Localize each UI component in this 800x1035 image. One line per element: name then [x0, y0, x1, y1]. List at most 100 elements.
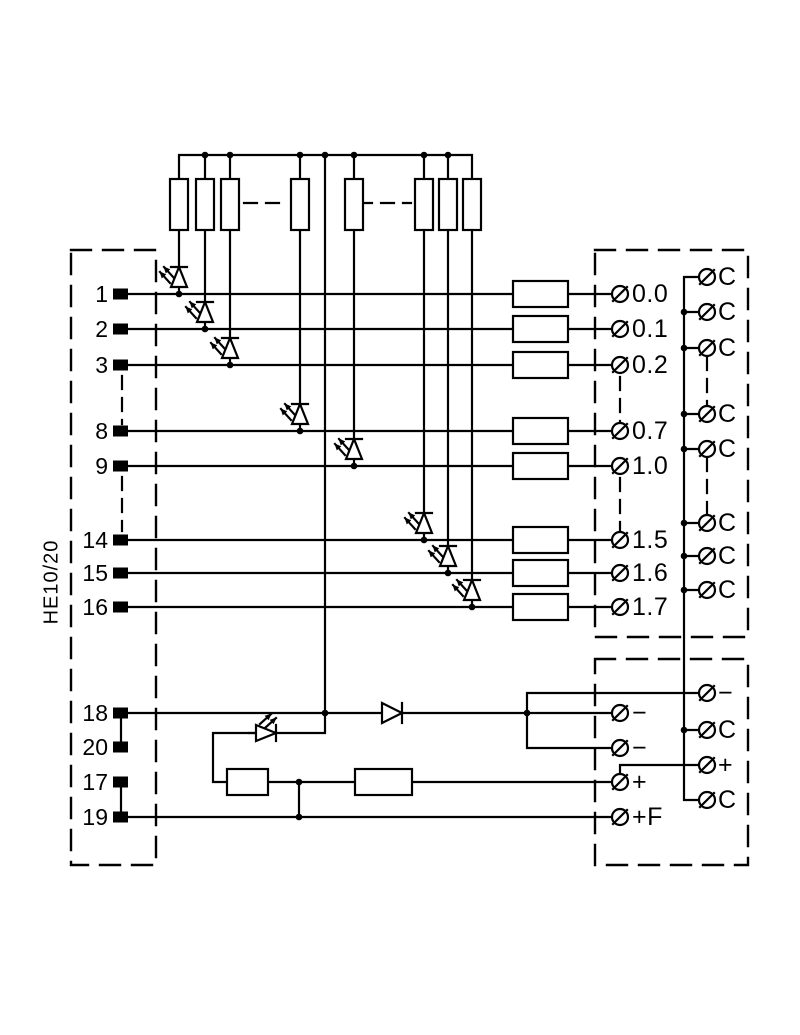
screw-terminal-icon — [697, 720, 717, 740]
led-icon — [160, 267, 187, 294]
screw-terminal-icon — [610, 807, 630, 827]
common-terminal-label-5: C — [718, 435, 737, 463]
screw-terminal-icon — [697, 338, 717, 358]
pin-label-3: 3 — [95, 352, 108, 378]
led-icon — [405, 513, 432, 540]
connector-pins — [113, 288, 128, 823]
common-terminal-label-1: C — [718, 263, 737, 291]
screw-terminal-icon — [697, 404, 717, 424]
common-terminal-label-7: C — [718, 542, 737, 570]
screw-terminal-icon — [697, 683, 717, 703]
pin-label-18: 18 — [82, 700, 108, 726]
screw-terminal-icon — [610, 530, 630, 550]
minus-terminal-label-1: − — [632, 699, 648, 727]
terminal-label-1.0: 1.0 — [632, 452, 669, 480]
resistor-icon — [289, 177, 311, 232]
led-icon — [186, 302, 213, 329]
screw-terminal-icon — [610, 421, 630, 441]
resistor-icon — [194, 177, 216, 232]
led-icon — [429, 546, 456, 573]
terminal-label-0.0: 0.0 — [632, 280, 669, 308]
common-terminal-label-6: C — [718, 509, 737, 537]
led-icon — [335, 439, 362, 466]
series-resistor-icon — [511, 592, 570, 622]
terminal-label-1.7: 1.7 — [632, 593, 669, 621]
plus-terminal-label: + — [632, 768, 648, 796]
series-resistor-icon — [511, 314, 570, 344]
led-icon — [281, 404, 308, 431]
blocking-diode-icon — [380, 701, 405, 725]
series-resistor-icon — [511, 558, 570, 588]
screw-terminal-icon — [697, 267, 717, 287]
pin-label-8: 8 — [95, 418, 108, 444]
pin-label-14: 14 — [82, 527, 108, 553]
screw-terminal-icon — [610, 319, 630, 339]
power-screw-terminals — [610, 683, 717, 827]
screw-terminal-icon — [610, 703, 630, 723]
continuation-dashes — [120, 201, 709, 533]
input-terminal-box — [593, 248, 750, 639]
pin-square — [113, 323, 128, 335]
pin-square — [113, 288, 128, 300]
plus-f-terminal-label: +F — [632, 803, 663, 831]
field-minus-terminal-label: − — [718, 679, 734, 707]
terminal-label-0.1: 0.1 — [632, 315, 669, 343]
resistor-network — [168, 177, 483, 232]
pin-label-19: 19 — [82, 804, 108, 830]
pin-label-16: 16 — [82, 594, 108, 620]
terminal-label-1.5: 1.5 — [632, 526, 669, 554]
pin-square — [113, 534, 128, 546]
pin-square — [113, 425, 128, 437]
pin-label-20: 20 — [82, 734, 108, 760]
pin-label-1: 1 — [95, 281, 108, 307]
fuse-icon — [353, 767, 414, 797]
power-led-icon — [249, 714, 276, 741]
resistor-icon — [219, 177, 241, 232]
led-icon — [453, 580, 480, 607]
screw-terminal-icon — [697, 580, 717, 600]
series-resistor-icon — [511, 350, 570, 380]
terminal-label-0.2: 0.2 — [632, 351, 669, 379]
terminal-label-0.7: 0.7 — [632, 417, 669, 445]
input-screw-terminals — [610, 284, 630, 617]
field-common-terminal-label-1: C — [718, 716, 737, 744]
field-common-terminal-label-2: C — [718, 786, 737, 814]
pin-label-15: 15 — [82, 560, 108, 586]
screw-terminal-icon — [610, 772, 630, 792]
pin-square — [113, 359, 128, 371]
led-indicators — [160, 267, 480, 741]
pin-square — [113, 460, 128, 472]
screw-terminal-icon — [697, 546, 717, 566]
terminal-label-1.6: 1.6 — [632, 559, 669, 587]
common-terminal-label-4: C — [718, 400, 737, 428]
pin-square — [113, 601, 128, 613]
junction-dots — [175, 151, 688, 821]
series-resistor-icon — [511, 451, 570, 481]
resistor-icon — [437, 177, 459, 232]
pin-square — [113, 741, 128, 753]
pin-square — [113, 811, 128, 823]
screw-terminal-icon — [610, 456, 630, 476]
resistor-icon — [461, 177, 483, 232]
screw-terminal-icon — [697, 302, 717, 322]
screw-terminal-icon — [697, 755, 717, 775]
indicator-resistor-icon — [225, 767, 270, 797]
screw-terminal-icon — [697, 790, 717, 810]
screw-terminal-icon — [610, 738, 630, 758]
screw-terminal-icon — [697, 439, 717, 459]
pin-label-2: 2 — [95, 316, 108, 342]
resistor-icon — [413, 177, 435, 232]
screw-terminal-icon — [610, 597, 630, 617]
common-terminal-label-8: C — [718, 576, 737, 604]
series-resistor-icon — [511, 279, 570, 309]
field-plus-terminal-label: + — [718, 751, 734, 779]
pin-square — [113, 707, 128, 719]
led-icon — [211, 338, 238, 365]
screw-terminal-icon — [610, 284, 630, 304]
series-resistor-icon — [511, 525, 570, 555]
series-resistor-icon — [511, 416, 570, 446]
resistor-icon — [343, 177, 365, 232]
resistor-icon — [168, 177, 190, 232]
